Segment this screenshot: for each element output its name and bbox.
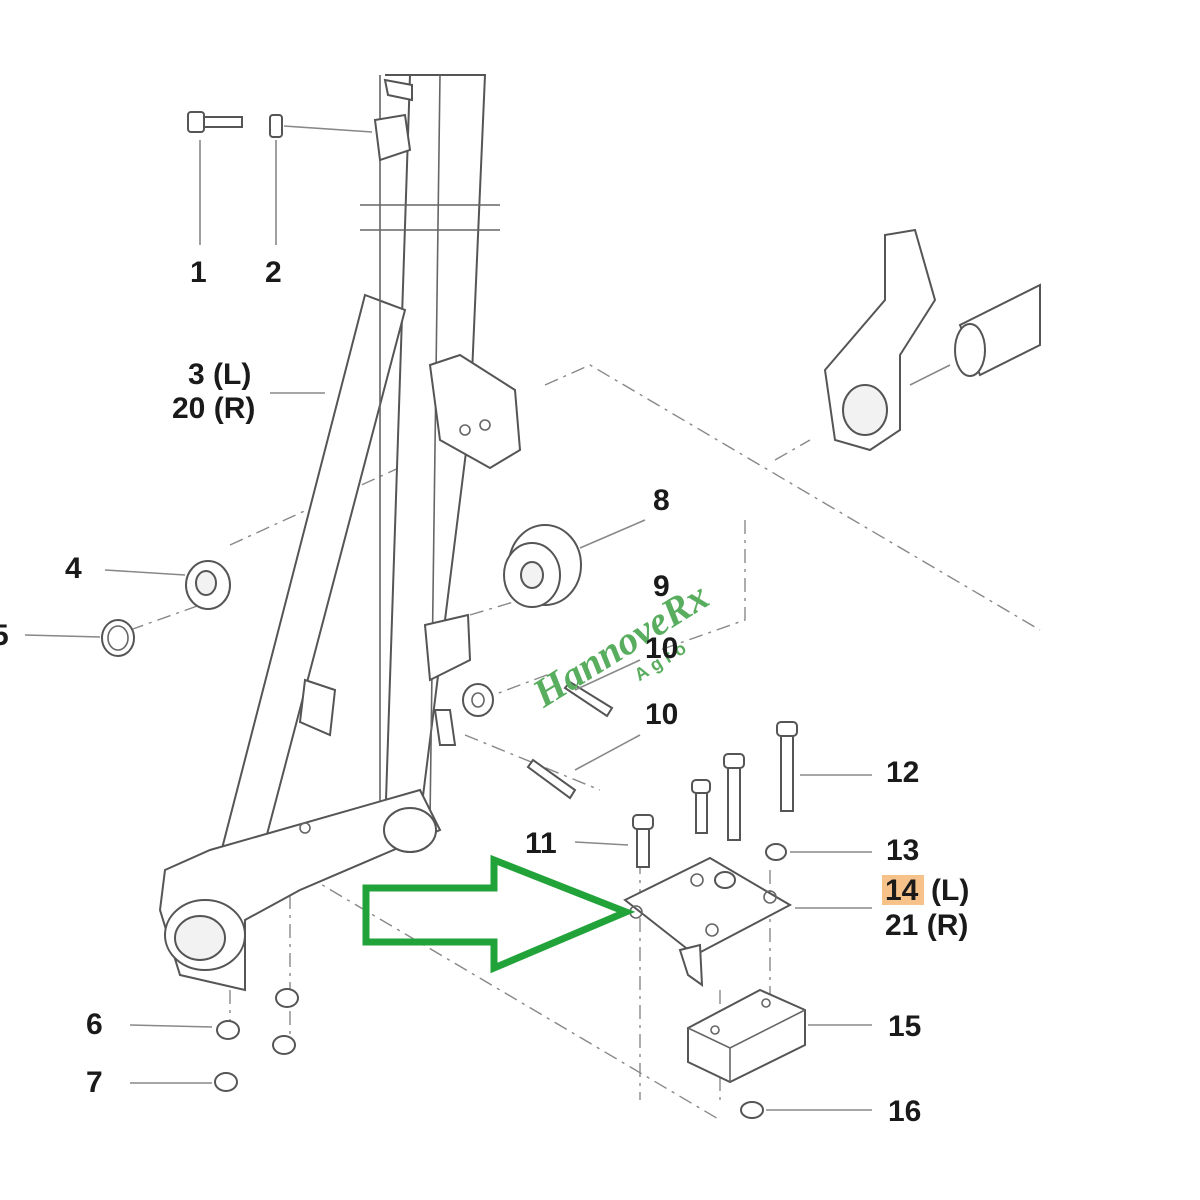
part-14-mounting-plate <box>623 856 793 988</box>
part-15-block <box>687 988 806 1084</box>
label-part-6: 6 <box>86 1008 103 1041</box>
label-part-12: 12 <box>886 756 919 789</box>
label-part-10-lower: 10 <box>645 698 678 731</box>
label-part-9: 9 <box>653 570 670 603</box>
part-9-spacer <box>462 683 494 717</box>
frame-leg <box>158 74 522 992</box>
label-part-10-upper: 10 <box>645 632 678 665</box>
part-7-nut <box>214 1035 296 1092</box>
label-part-14: 14 <box>885 874 919 907</box>
label-part-13: 13 <box>886 834 919 867</box>
upper-right-bracket <box>823 228 1041 452</box>
part-2-nut <box>269 114 283 138</box>
label-part-20-right: 20 (R) <box>172 392 255 425</box>
green-pointer-arrow <box>362 854 636 974</box>
label-part-8: 8 <box>653 484 670 517</box>
part-5-ring <box>101 619 135 657</box>
label-part-7: 7 <box>86 1066 103 1099</box>
label-part-3-left: 3 (L) <box>188 358 251 391</box>
part-10-pin-lower <box>526 758 577 800</box>
label-part-16: 16 <box>888 1095 921 1128</box>
part-12-bolts <box>691 721 798 841</box>
label-part-14-side: (L) <box>931 874 969 907</box>
part-13-washer <box>765 843 787 861</box>
part-1-bolt <box>187 111 243 133</box>
part-11-bolt <box>632 814 654 868</box>
label-part-1: 1 <box>190 256 207 289</box>
part-14-highlight <box>882 875 924 905</box>
part-8-pulley <box>503 524 582 608</box>
label-part-2: 2 <box>265 256 282 289</box>
part-labels: 1 2 3 (L) 20 (R) 4 5 6 7 8 9 10 10 11 12… <box>0 256 969 1128</box>
label-part-4: 4 <box>65 552 82 585</box>
part-6-washer <box>216 988 299 1040</box>
label-part-21-right: 21 (R) <box>885 909 968 942</box>
leader-lines <box>24 125 872 1111</box>
label-part-11: 11 <box>525 827 557 860</box>
part-16-washer <box>740 1101 764 1119</box>
part-4-washer <box>185 560 231 610</box>
label-part-5: 5 <box>0 619 9 652</box>
label-part-15: 15 <box>888 1010 921 1043</box>
part-10-pin-upper <box>563 680 614 718</box>
